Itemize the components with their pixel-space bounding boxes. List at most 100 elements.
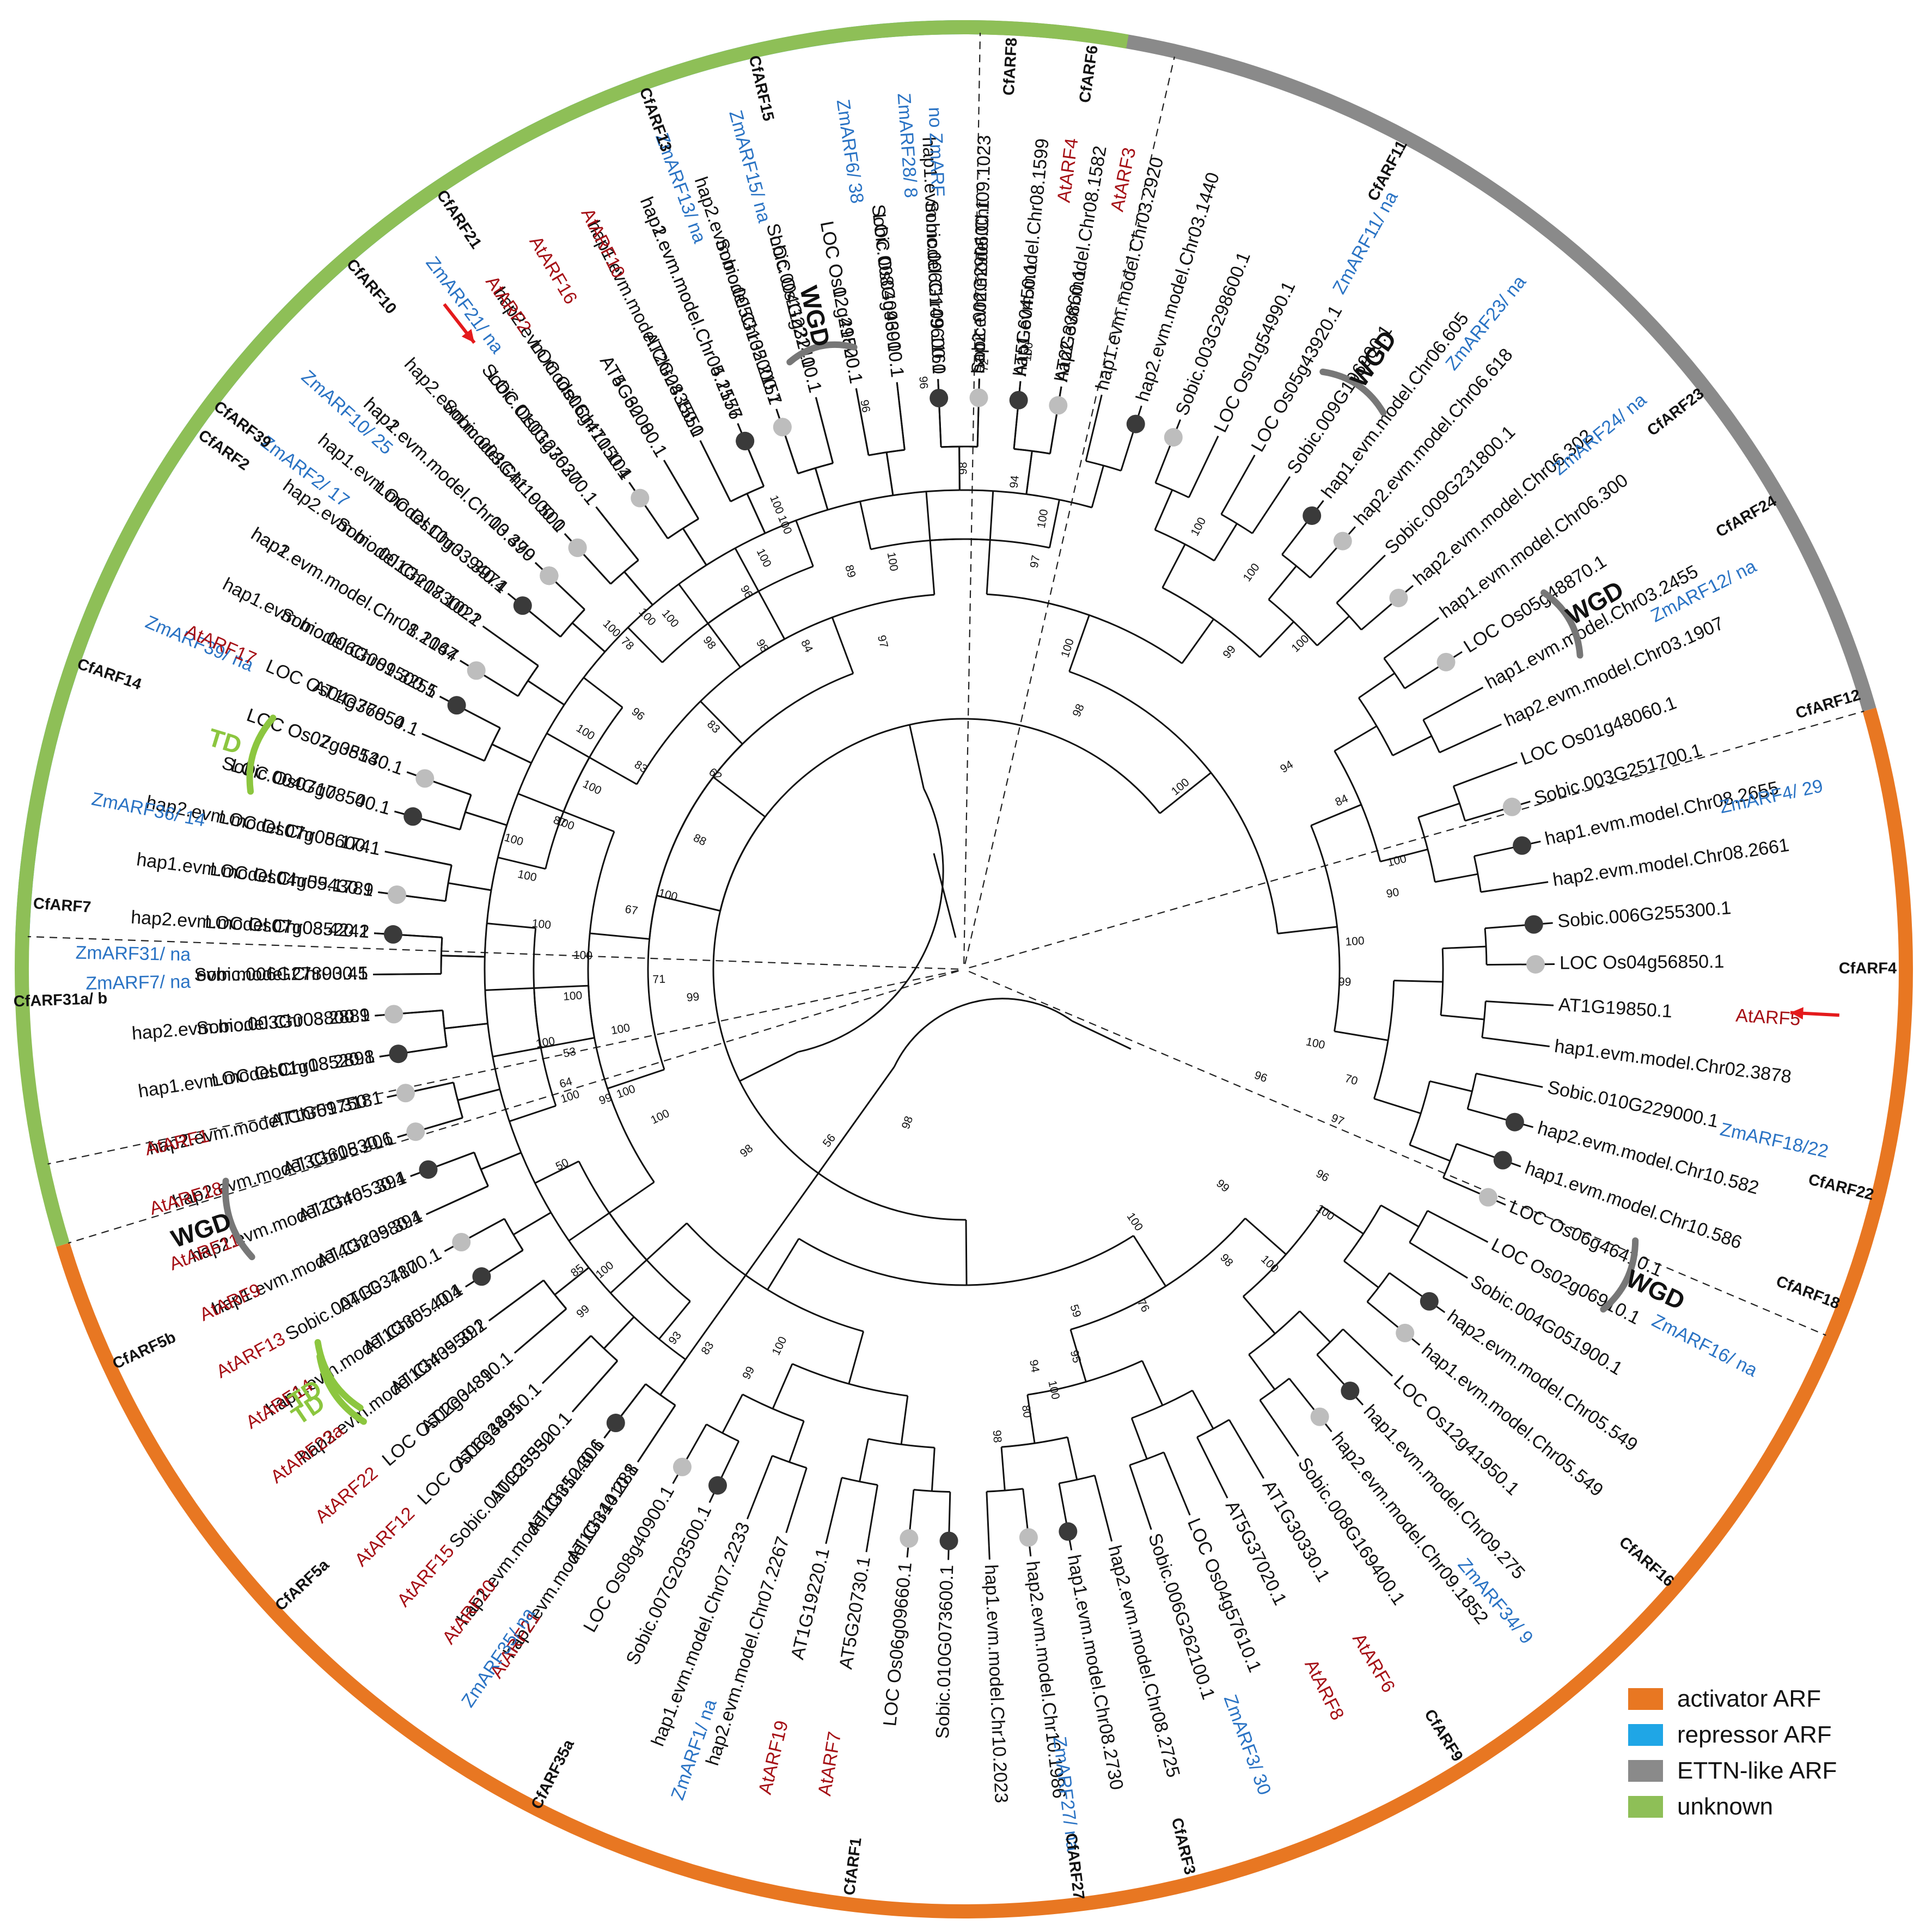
- bootstrap-value: 100: [1189, 515, 1209, 538]
- grey-node-dot: [631, 488, 650, 508]
- branch: [513, 1343, 525, 1354]
- bootstrap-value: 100: [636, 606, 658, 628]
- legend-label: unknown: [1677, 1793, 1773, 1820]
- branch: [817, 1119, 857, 1174]
- grey-node-dot: [1526, 955, 1545, 974]
- branch: [785, 1519, 791, 1533]
- leaf-label: Sobic.008G169400.1: [1294, 1454, 1409, 1609]
- branch: [859, 501, 872, 550]
- branch: [986, 540, 991, 595]
- bootstrap-value: 98: [991, 1429, 1004, 1443]
- bootstrap-value: 56: [821, 1132, 839, 1150]
- leaf-label: hap2.evm.model.Chr03.4242: [130, 907, 370, 942]
- grey-node-dot: [773, 418, 792, 437]
- leaf-label: AT5G60450.1: [1010, 262, 1041, 377]
- branch: [1342, 1328, 1383, 1367]
- branch-arc: [1085, 460, 1122, 472]
- branch: [1334, 1030, 1389, 1041]
- branch-arc: [1316, 1328, 1344, 1355]
- subfamily-label: CfARF5a: [272, 1556, 333, 1615]
- branch: [1392, 735, 1432, 756]
- arabidopsis-arf-label: AtARF1: [143, 1126, 211, 1160]
- branch: [1196, 1437, 1222, 1487]
- branch: [855, 388, 860, 402]
- grey-node-dot: [1396, 1323, 1415, 1342]
- arabidopsis-arf-label: AtARF19: [755, 1719, 792, 1796]
- bootstrap-value: 99: [1214, 1177, 1232, 1195]
- separator-line: [28, 936, 959, 970]
- subfamily-label: CfARF15: [745, 54, 778, 123]
- bootstrap-value: 96: [916, 376, 930, 389]
- branch: [1476, 1072, 1530, 1085]
- grey-node-dot: [1049, 396, 1068, 415]
- branch: [603, 1316, 635, 1349]
- dark-node-dot: [472, 1267, 491, 1286]
- bootstrap-value: 100: [649, 1107, 671, 1127]
- branch: [603, 517, 639, 561]
- branch: [1529, 1083, 1543, 1088]
- branch-arc: [543, 1280, 567, 1310]
- branch: [1247, 454, 1256, 468]
- branch: [659, 1359, 687, 1396]
- branch-arc: [1310, 825, 1341, 1032]
- branch: [1336, 564, 1377, 604]
- arabidopsis-arf-label: AtARF10: [577, 205, 629, 281]
- branch-arc: [841, 1477, 878, 1486]
- branch: [1256, 1466, 1264, 1479]
- branch-arc: [645, 1383, 676, 1406]
- arabidopsis-arf-label: AtARF23a: [267, 1420, 348, 1488]
- branch: [571, 1401, 582, 1413]
- separator-line: [969, 710, 1864, 969]
- legend-swatch: [1628, 1688, 1663, 1710]
- branch: [1440, 1014, 1484, 1020]
- branch: [1381, 1366, 1393, 1377]
- branch: [788, 1421, 805, 1463]
- bootstrap-value: 96: [1314, 1167, 1331, 1184]
- leaf-label: hap2.evm.model.Chr08.2661: [1551, 835, 1790, 890]
- branch: [1422, 693, 1472, 721]
- bootstrap-value: 99: [740, 1365, 757, 1382]
- legend-swatch: [1628, 1760, 1663, 1782]
- branch: [1248, 1354, 1276, 1390]
- branch-arc: [893, 998, 1073, 1067]
- branch: [1146, 1516, 1152, 1530]
- bootstrap-value: 84: [1334, 792, 1350, 809]
- leaf-label: hap1.evm.model.Chr05.1789: [135, 849, 375, 901]
- grey-node-dot: [1502, 797, 1521, 816]
- dark-node-dot: [930, 388, 949, 407]
- branch: [1343, 1260, 1379, 1288]
- subfamily-label: CfARF3: [1168, 1816, 1199, 1877]
- branch-arc: [719, 718, 1161, 911]
- branch-arc: [444, 865, 453, 901]
- branch: [1067, 1437, 1078, 1480]
- bootstrap-value: 100: [531, 917, 552, 932]
- branch: [572, 622, 606, 653]
- maize-arf-label: ZmARF18/22: [1718, 1119, 1830, 1162]
- bootstrap-value: 83: [699, 1340, 716, 1357]
- leaf-label: AT5G20730.1: [835, 1555, 875, 1671]
- maize-arf-label: no ZmARF: [925, 107, 949, 197]
- branch: [540, 1037, 595, 1049]
- dark-node-dot: [389, 1044, 408, 1064]
- bootstrap-value: 98: [900, 1115, 916, 1131]
- branch: [1184, 1502, 1191, 1515]
- branch: [722, 1394, 743, 1434]
- grey-node-dot: [969, 388, 988, 407]
- branch: [1026, 1395, 1036, 1444]
- branch: [746, 1506, 753, 1520]
- branch: [491, 743, 532, 764]
- maize-arf-label: ZmARF31/ na: [75, 942, 191, 965]
- branch: [933, 853, 957, 938]
- branch: [509, 1105, 557, 1122]
- dark-node-dot: [1303, 506, 1322, 525]
- branch: [464, 811, 508, 826]
- bootstrap-value: 100: [1386, 852, 1408, 869]
- bootstrap-value: 100: [563, 989, 583, 1003]
- leaf-label: AT1G59750.1: [268, 1087, 384, 1132]
- branch-arc: [484, 728, 501, 761]
- subfamily-label: CfARF31a/ b: [13, 990, 107, 1011]
- grey-node-dot: [900, 1529, 919, 1548]
- duplication-bracket: [1319, 368, 1387, 416]
- branch-arc: [1196, 1419, 1230, 1438]
